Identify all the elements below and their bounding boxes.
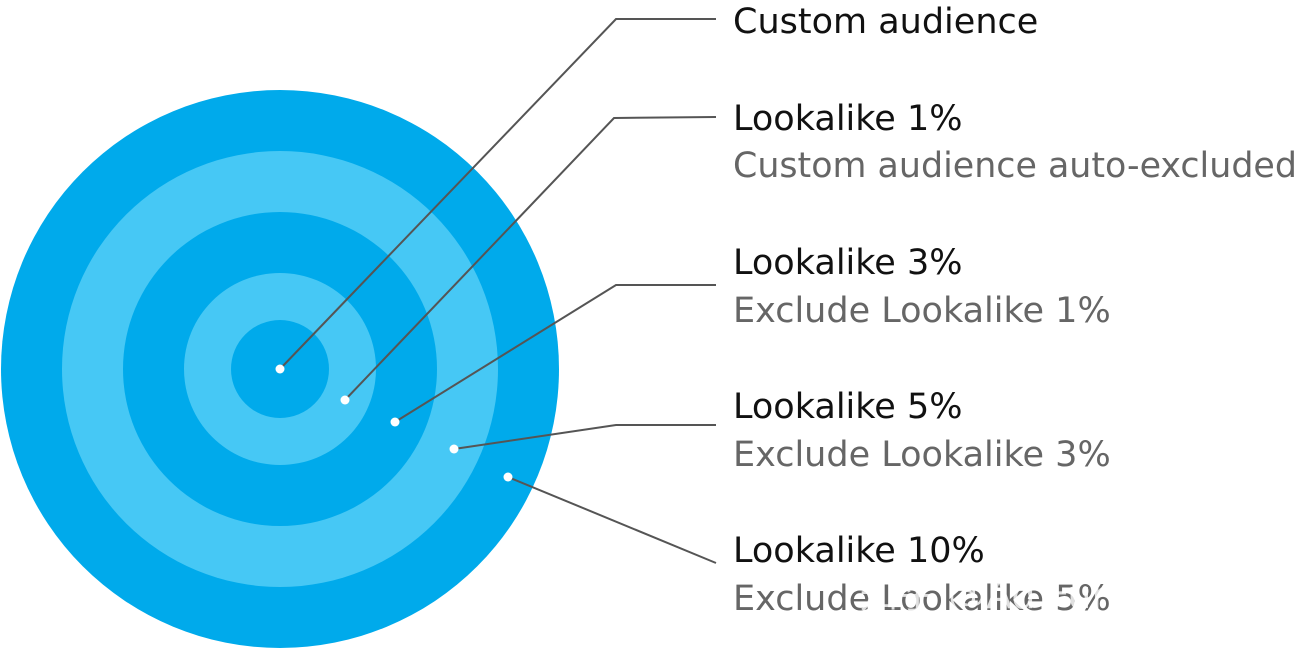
marker-dot-lookalike-5 (449, 444, 459, 454)
leader-line-lookalike-10 (507, 476, 717, 564)
label-title-lookalike-5: Lookalike 5% (733, 387, 962, 427)
leader-line-lookalike-1 (344, 116, 717, 401)
label-title-custom-audience: Custom audience (733, 2, 1038, 42)
marker-dot-lookalike-10 (503, 472, 513, 482)
label-subtitle-lookalike-3: Exclude Lookalike 1% (733, 291, 1111, 331)
label-subtitle-lookalike-5: Exclude Lookalike 3% (733, 435, 1111, 475)
label-subtitle-lookalike-1: Custom audience auto-excluded (733, 146, 1297, 186)
marker-dot-lookalike-3 (390, 417, 400, 427)
leader-line-custom-audience (279, 18, 716, 370)
label-subtitle-lookalike-10: Exclude Lookalike 5% (733, 579, 1111, 619)
label-title-lookalike-3: Lookalike 3% (733, 243, 962, 283)
marker-dot-custom-audience (275, 364, 285, 374)
marker-dot-lookalike-1 (340, 395, 350, 405)
label-title-lookalike-10: Lookalike 10% (733, 531, 985, 571)
marker-dots (275, 364, 513, 482)
watermark: 知乎 @Ad Fun 出海广告 (860, 573, 1280, 617)
leader-line-lookalike-5 (453, 424, 716, 450)
labels: Custom audience Lookalike 1% Custom audi… (733, 2, 1297, 619)
leader-lines (279, 18, 717, 564)
leader-line-lookalike-3 (394, 284, 716, 423)
label-title-lookalike-1: Lookalike 1% (733, 99, 962, 139)
